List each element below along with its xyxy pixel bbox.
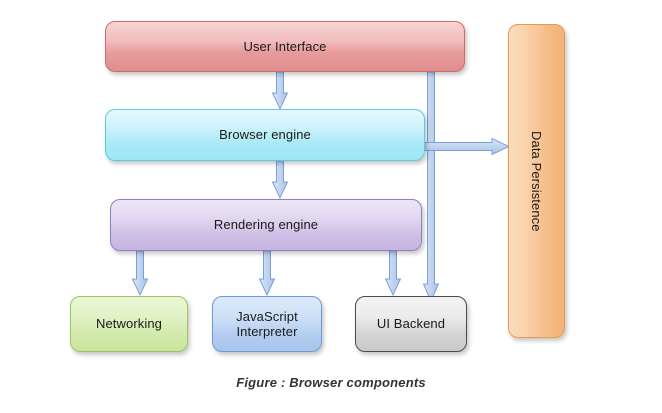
node-rendering-engine[interactable]: Rendering engine <box>110 199 422 251</box>
node-networking[interactable]: Networking <box>70 296 188 352</box>
arrow-rendering-engine-to-javascript-interpreter <box>258 250 276 297</box>
arrow-ui-to-ui-backend <box>422 71 440 303</box>
node-javascript-interpreter-label-line2: Interpreter <box>236 324 298 339</box>
node-user-interface-label: User Interface <box>243 38 327 54</box>
node-javascript-interpreter-label-line1: JavaScript <box>236 308 298 324</box>
arrow-browser-engine-to-data-persistence <box>415 137 511 156</box>
arrow-browser-engine-to-rendering-engine <box>271 160 289 200</box>
arrow-ui-to-browser-engine <box>271 71 289 111</box>
figure-caption: Figure : Browser components <box>236 375 426 390</box>
node-javascript-interpreter[interactable]: JavaScript Interpreter <box>212 296 322 352</box>
node-data-persistence[interactable]: Data Persistence <box>508 24 565 338</box>
node-networking-label: Networking <box>95 316 163 332</box>
node-browser-engine[interactable]: Browser engine <box>105 109 425 161</box>
node-browser-engine-label: Browser engine <box>219 127 311 143</box>
node-javascript-interpreter-label: JavaScript Interpreter <box>236 309 298 340</box>
arrow-rendering-engine-to-ui-backend <box>384 250 402 297</box>
node-rendering-engine-label: Rendering engine <box>213 217 319 233</box>
node-user-interface[interactable]: User Interface <box>105 21 465 72</box>
node-ui-backend-label: UI Backend <box>376 316 446 332</box>
arrow-rendering-engine-to-networking <box>131 250 149 297</box>
node-ui-backend[interactable]: UI Backend <box>355 296 467 352</box>
node-data-persistence-label: Data Persistence <box>529 130 545 232</box>
